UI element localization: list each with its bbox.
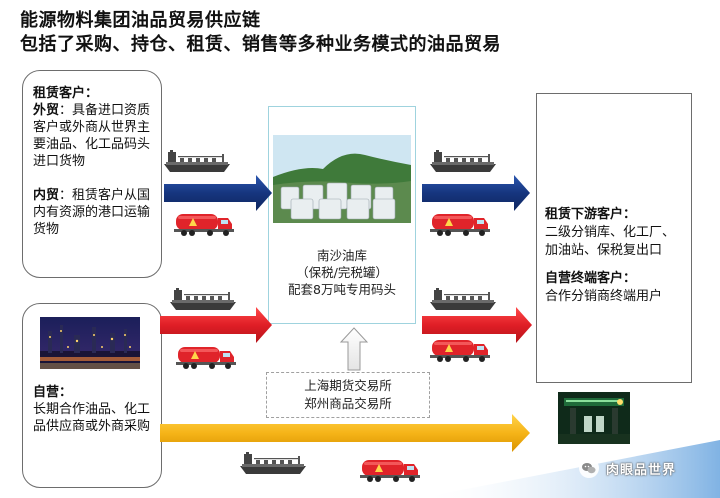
nansha-depot-box: 南沙油库 （保税/完税罐） 配套8万吨专用码头: [268, 106, 416, 324]
watermark: 肉眼品世界: [570, 455, 720, 481]
depot-detail: 配套8万吨专用码头: [288, 282, 396, 297]
downstream-customer-box: 租赁下游客户： 二级分销库、化工厂、加油站、保税复出口 自营终端客户： 合作分销…: [536, 93, 692, 383]
self-operated-label: 自营：: [33, 385, 73, 400]
refinery-night-photo: [40, 317, 140, 369]
ship-left-top: [164, 150, 230, 172]
oil-tank-farm-photo: [273, 135, 411, 223]
shanghai-exchange: 上海期货交易所: [304, 378, 392, 393]
wechat-icon: [579, 458, 599, 478]
zhengzhou-exchange: 郑州商品交易所: [304, 396, 392, 411]
self-terminal-heading: 自营终端客户：: [545, 271, 637, 286]
foreign-trade-text: ：具备进口资质客户或外商从世界主要油品、化工品码头进口货物: [33, 103, 151, 169]
tanker-right-middle: [430, 340, 490, 362]
depot-name: 南沙油库: [316, 248, 367, 263]
self-terminal-text: 合作分销商终端用户: [545, 289, 663, 304]
self-operated-text: 长期合作油品、化工品供应商或外商采购: [33, 402, 151, 434]
blue-arrow-left: [164, 175, 272, 211]
ship-bottom: [240, 452, 306, 474]
exchange-up-arrow: [339, 327, 369, 371]
yellow-arrow: [160, 414, 530, 452]
title-line-2: 包括了采购、持仓、租赁、销售等多种业务模式的油品贸易: [20, 34, 501, 55]
title-line-1: 能源物料集团油品贸易供应链: [20, 10, 261, 31]
lease-customer-heading: 租赁客户：: [33, 86, 99, 101]
watermark-text: 肉眼品世界: [606, 462, 677, 478]
tanker-right-top: [430, 214, 490, 236]
gas-station-night-photo: [558, 392, 630, 444]
ship-right-top: [430, 150, 496, 172]
ship-right-middle: [430, 288, 496, 310]
domestic-trade-label: 内贸: [33, 188, 60, 203]
lease-customer-box: 租赁客户： 外贸：具备进口资质客户或外商从世界主要油品、化工品码头进口货物 内贸…: [22, 70, 162, 278]
tanker-bottom: [360, 460, 420, 482]
bottom-blue-band: [420, 440, 720, 498]
blue-arrow-right: [422, 175, 530, 211]
domestic-trade-text: ：租赁客户从国内有资源的港口运输货物: [33, 188, 151, 237]
ship-left-middle: [170, 288, 236, 310]
tanker-left-middle: [176, 347, 236, 369]
tanker-left-top: [174, 214, 234, 236]
depot-subtitle: （保税/完税罐）: [296, 265, 388, 280]
exchange-box: 上海期货交易所 郑州商品交易所: [266, 372, 430, 418]
red-arrow-left: [160, 307, 272, 343]
lease-downstream-text: 二级分销库、化工厂、加油站、保税复出口: [545, 225, 676, 258]
foreign-trade-label: 外贸: [33, 103, 60, 118]
lease-downstream-heading: 租赁下游客户：: [545, 207, 637, 222]
red-arrow-right: [422, 307, 532, 343]
